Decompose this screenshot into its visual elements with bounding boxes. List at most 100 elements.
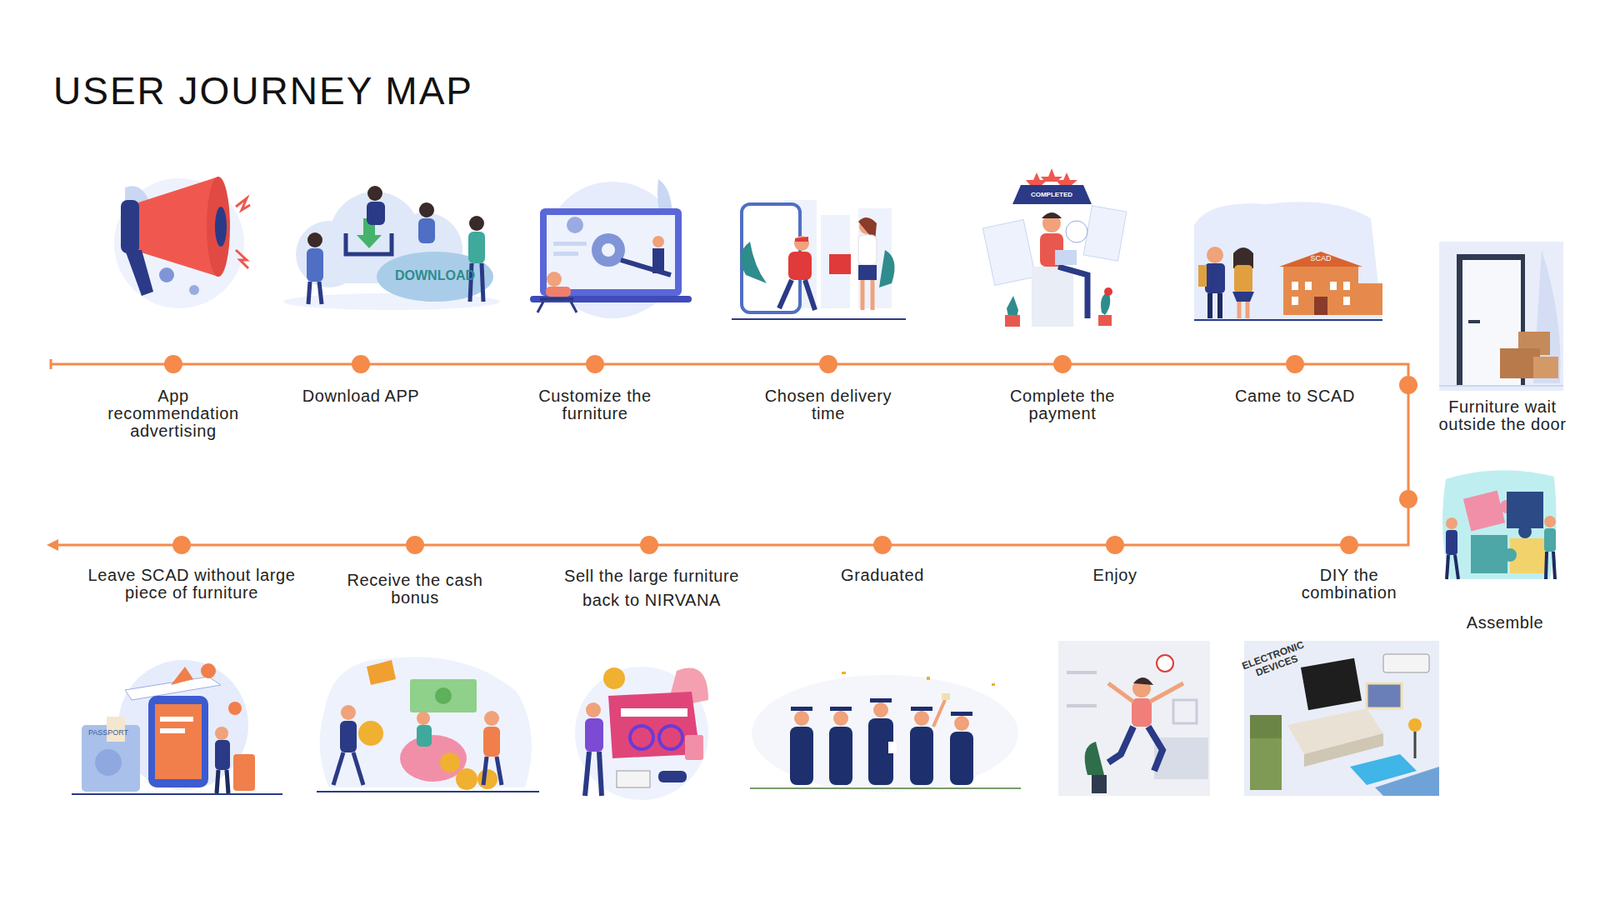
cash-illustration-part	[483, 726, 500, 757]
travel-illustration-part	[215, 726, 229, 740]
puzzle-illustration-part	[1470, 535, 1508, 574]
megaphone-illustration-part	[159, 267, 175, 283]
sell-illustration-part	[585, 702, 601, 718]
graduates-illustration-part-part	[910, 706, 933, 711]
laptop-illustration-part	[546, 271, 562, 287]
room-illustration-part	[1250, 715, 1282, 790]
laptop-illustration-part	[553, 241, 587, 246]
delivery-illustration-part	[870, 280, 875, 310]
puzzle-illustration-part	[1445, 530, 1458, 555]
scad-illustration-part	[1283, 266, 1359, 315]
graduates-illustration-part-part	[870, 698, 892, 703]
puzzle-illustration-part	[1442, 470, 1557, 580]
cash-illustration-part	[320, 656, 532, 788]
payment-illustration-part	[1040, 168, 1063, 182]
travel-illustration-part	[226, 770, 229, 794]
room-illustration-part	[1383, 654, 1430, 673]
step-label: Customize the furniture	[524, 387, 666, 423]
graduates-illustration-part-part	[841, 671, 846, 675]
laptop-illustration-part	[601, 243, 615, 257]
payment-illustration-part	[1083, 205, 1127, 261]
laptop-illustration-part	[566, 216, 584, 234]
enjoy-illustration-part	[1066, 670, 1097, 675]
graduates-illustration-part	[790, 718, 974, 785]
delivery-illustration-part	[858, 265, 877, 280]
timeline-dot-part	[1399, 375, 1418, 395]
download-illustration-part	[319, 281, 322, 305]
travel-illustration-part	[170, 666, 194, 685]
scad-illustration-part-part	[1343, 281, 1350, 290]
scad-illustration-part	[1217, 293, 1223, 319]
door-illustration-part	[1468, 320, 1480, 324]
timeline-dot-part	[873, 535, 892, 555]
scad-illustration-part	[1194, 201, 1383, 322]
enjoy-illustration-part	[1066, 704, 1097, 708]
travel-illustration-part	[148, 695, 209, 788]
download-illustration-part	[418, 218, 435, 244]
timeline-dot-part	[1285, 355, 1305, 374]
step-label: Enjoy	[1052, 566, 1178, 585]
travel-illustration-part	[233, 754, 255, 791]
delivery-illustration-part	[805, 280, 815, 310]
scad-illustration	[1194, 201, 1383, 322]
payment-illustration-part	[1055, 172, 1078, 185]
illustration-text: DOWNLOAD	[385, 268, 485, 284]
delivery-illustration-part	[795, 236, 809, 242]
download-illustration-part	[468, 231, 485, 264]
download-illustration-part	[306, 248, 324, 282]
step-label: Chosen delivery time	[757, 387, 900, 423]
scad-illustration-part	[1279, 251, 1363, 267]
sell-illustration-part	[620, 708, 688, 717]
enjoy-illustration-part	[1173, 700, 1197, 724]
payment-illustration-part	[1065, 220, 1088, 243]
sell-illustration-part	[658, 770, 687, 783]
laptop-illustration-part	[537, 301, 544, 313]
cash-illustration-part	[416, 711, 430, 725]
sell-illustration-part	[603, 667, 625, 690]
step-label: Sell the large furniture back to NIRVANA	[551, 564, 752, 613]
sell-illustration-part	[685, 735, 704, 760]
travel-illustration-part	[228, 701, 242, 715]
scad-illustration-part	[1194, 319, 1383, 321]
payment-illustration-part	[1041, 212, 1062, 219]
travel-illustration-part	[155, 704, 202, 780]
scad-illustration-part	[1198, 265, 1207, 287]
laptop-illustration-part	[652, 235, 665, 248]
cash-illustration	[316, 656, 540, 792]
sell-illustration-part	[599, 751, 602, 796]
graduates-illustration-part	[841, 671, 995, 686]
step-label: Furniture wait outside the door	[1431, 398, 1574, 434]
laptop-illustration-part	[591, 233, 625, 267]
scad-illustration-part	[1237, 301, 1242, 319]
payment-illustration-part	[1031, 266, 1074, 327]
laptop-illustration-part	[530, 295, 692, 303]
laptop-illustration-part	[545, 286, 571, 297]
travel-illustration-part	[160, 728, 185, 734]
laptop-illustration-part	[540, 208, 682, 296]
enjoy-illustration-part	[1131, 698, 1152, 727]
graduates-illustration-part-part	[991, 683, 995, 686]
laptop-illustration-part	[546, 215, 675, 290]
room-illustration-part	[1250, 715, 1282, 739]
puzzle-illustration-part	[1463, 490, 1505, 532]
timeline	[50, 359, 1409, 545]
travel-illustration-part	[160, 716, 194, 722]
graduates-illustration-part-part	[794, 710, 810, 726]
travel-illustration-part	[200, 663, 216, 679]
delivery-illustration-part	[788, 251, 812, 280]
timeline-dot-part	[405, 535, 425, 555]
timeline-arrowhead	[46, 539, 59, 551]
puzzle-illustration	[1435, 464, 1564, 584]
enjoy-illustration-part	[1091, 775, 1107, 794]
graduates-illustration-part-part	[790, 726, 814, 785]
scad-illustration-part	[1358, 283, 1383, 315]
graduates-illustration-part-part	[873, 702, 889, 718]
scad-illustration-part	[1245, 301, 1250, 319]
travel-illustration-part	[216, 770, 219, 794]
graduates-illustration-part-part	[790, 706, 813, 711]
door-illustration-part	[1533, 250, 1561, 384]
scad-illustration-part	[1232, 291, 1255, 302]
sell-illustration-part	[659, 725, 683, 750]
download-illustration-part	[308, 281, 310, 305]
step-label: DIY the combination	[1286, 566, 1412, 602]
